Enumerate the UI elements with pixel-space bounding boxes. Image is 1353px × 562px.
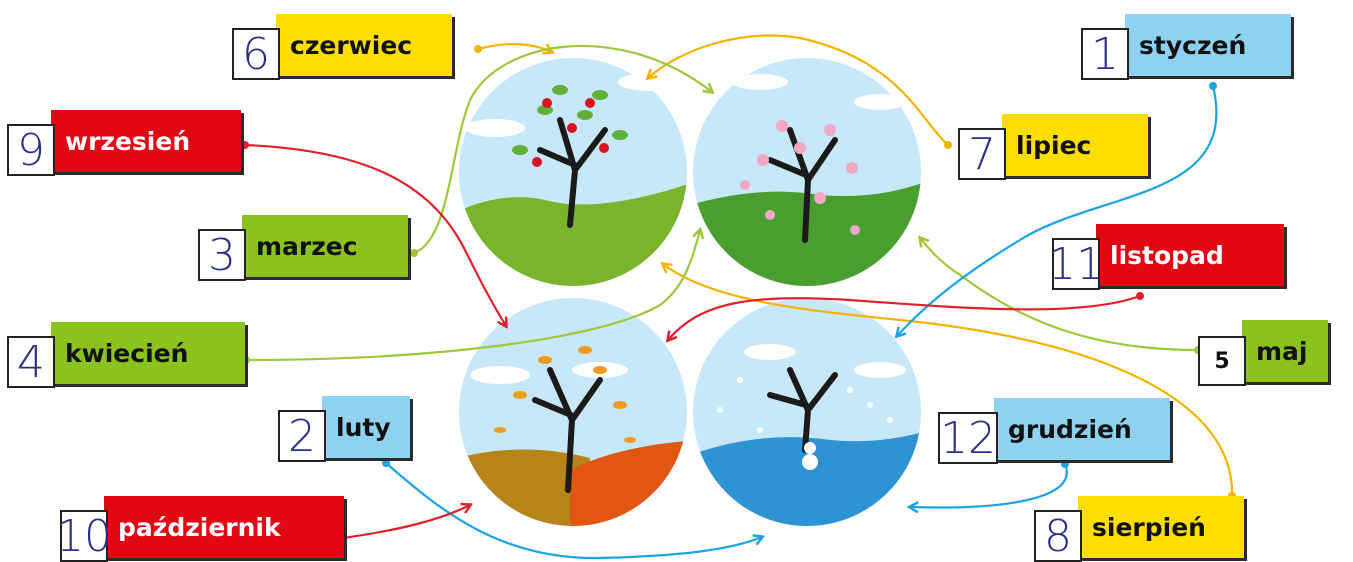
- month-number: 3: [198, 229, 246, 281]
- month-label: listopad: [1096, 224, 1284, 286]
- arrow-styczen: [897, 85, 1218, 336]
- month-number: 6: [232, 28, 280, 80]
- month-card-czerwiec: 6 czerwiec: [232, 14, 452, 80]
- month-number: 1: [1081, 28, 1129, 80]
- month-number: 11: [1048, 238, 1104, 290]
- month-card-maj: 5 maj: [1198, 320, 1328, 386]
- month-number: 9: [7, 124, 55, 176]
- winter-tree-scene: [692, 297, 922, 527]
- month-label: styczeń: [1125, 14, 1291, 76]
- month-card-styczen: 1 styczeń: [1081, 14, 1291, 80]
- arrow-wrzesien: [244, 143, 506, 326]
- month-label: lipiec: [1002, 114, 1148, 176]
- month-number: 5: [1198, 336, 1246, 386]
- arrow-listopad: [668, 294, 1141, 340]
- month-label: grudzień: [994, 398, 1170, 460]
- arrow-luty: [385, 462, 762, 560]
- month-number: 4: [7, 336, 55, 388]
- month-card-lipiec: 7 lipiec: [958, 114, 1148, 180]
- autumn-tree-scene: [458, 297, 688, 527]
- month-card-marzec: 3 marzec: [198, 215, 408, 281]
- month-card-listopad: 11 listopad: [1048, 224, 1284, 290]
- month-card-grudzien: 12 grudzień: [938, 398, 1170, 464]
- month-card-pazdziernik: 10 październik: [56, 496, 344, 562]
- month-number: 12: [938, 412, 998, 464]
- month-number: 8: [1034, 510, 1082, 562]
- month-card-kwiecien: 4 kwiecień: [7, 322, 245, 388]
- arrow-lipiec: [648, 34, 949, 146]
- month-card-sierpien: 8 sierpień: [1034, 496, 1244, 562]
- arrow-kwiecien: [245, 230, 700, 362]
- month-number: 7: [958, 128, 1006, 180]
- month-label: maj: [1242, 320, 1328, 382]
- month-label: czerwiec: [276, 14, 452, 76]
- month-label: kwiecień: [51, 322, 245, 384]
- arrow-maj: [920, 238, 1199, 352]
- month-number: 10: [56, 510, 112, 562]
- month-number: 2: [278, 410, 326, 462]
- arrow-grudzien: [910, 463, 1068, 508]
- arrow-pazdziernik: [342, 505, 470, 540]
- month-label: marzec: [242, 215, 408, 277]
- month-card-luty: 2 luty: [278, 396, 410, 462]
- spring-tree-scene: [692, 57, 922, 287]
- month-label: wrzesień: [51, 110, 241, 172]
- summer-tree-scene: [458, 57, 688, 287]
- month-label: sierpień: [1078, 496, 1244, 558]
- arrow-sierpien: [663, 264, 1234, 497]
- month-label: październik: [104, 496, 344, 558]
- month-label: luty: [322, 396, 410, 458]
- month-card-wrzesien: 9 wrzesień: [7, 110, 241, 176]
